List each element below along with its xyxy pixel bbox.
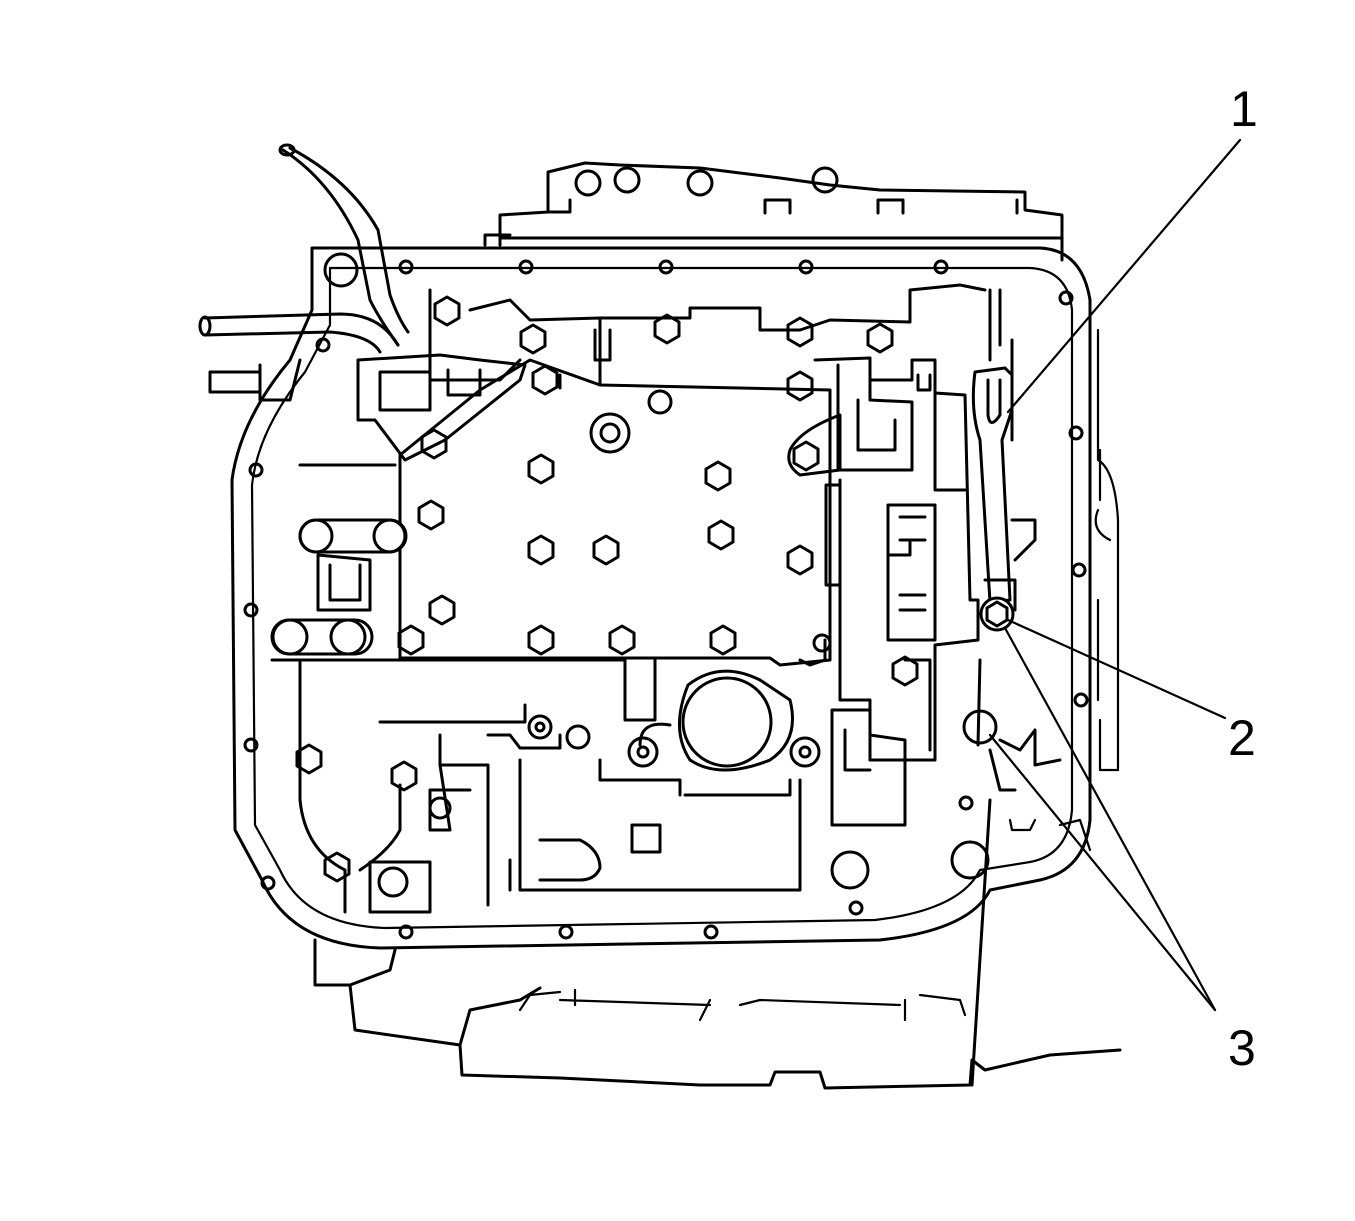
filter-boss [508, 633, 832, 892]
leader-line-1 [1006, 138, 1242, 414]
leader-line-3b [988, 733, 1217, 1012]
leader-line-2 [1006, 618, 1227, 720]
valve-body-bolts [295, 295, 919, 883]
leader-line-3a [1003, 626, 1217, 1012]
left-solenoid [208, 353, 527, 467]
right-solenoid-stack [787, 356, 980, 827]
left-lower-solenoids [270, 518, 408, 732]
valve-body-plate [398, 283, 987, 667]
fluid-tube [198, 143, 410, 354]
case-side-ribs [1008, 328, 1120, 852]
pan-gasket-outline [230, 246, 1092, 950]
transmission-case-lower [313, 798, 1122, 1090]
detent-spring-bolts [962, 596, 1062, 792]
manual-detent-spring [971, 288, 1037, 612]
callout-leaders [988, 138, 1242, 1012]
callout-2: 2 [1228, 710, 1256, 766]
callout-1: 1 [1230, 81, 1258, 137]
lower-valve-section [298, 658, 657, 914]
callout-3: 3 [1228, 1020, 1256, 1076]
upper-valve-body [483, 161, 1064, 262]
